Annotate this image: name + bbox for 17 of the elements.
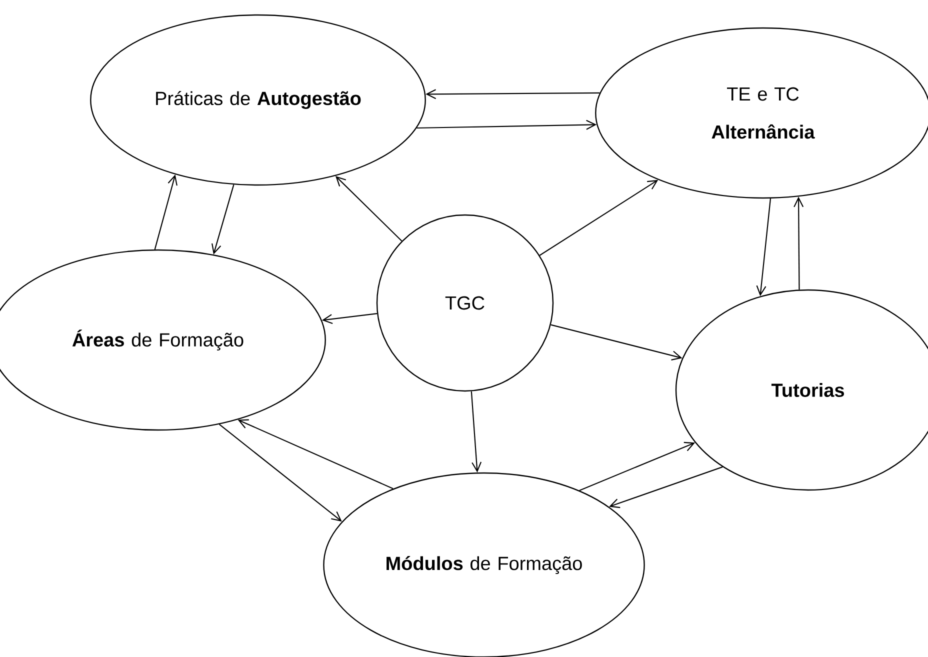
ellipse-node: Práticas de Autogestão — [90, 14, 426, 186]
arrow — [609, 466, 723, 508]
arrow — [218, 424, 342, 522]
arrow — [322, 313, 378, 324]
arrow — [212, 184, 234, 254]
arrow — [794, 196, 804, 290]
ellipse-node: TGC — [376, 214, 554, 392]
arrow — [335, 176, 402, 242]
arrow — [756, 198, 772, 296]
arrow — [238, 419, 394, 490]
arrow — [416, 120, 597, 130]
arrow — [154, 174, 178, 250]
arrow — [470, 391, 482, 472]
arrow — [539, 180, 658, 256]
arrow — [550, 324, 682, 360]
arrow — [426, 89, 600, 100]
arrow — [579, 442, 696, 491]
